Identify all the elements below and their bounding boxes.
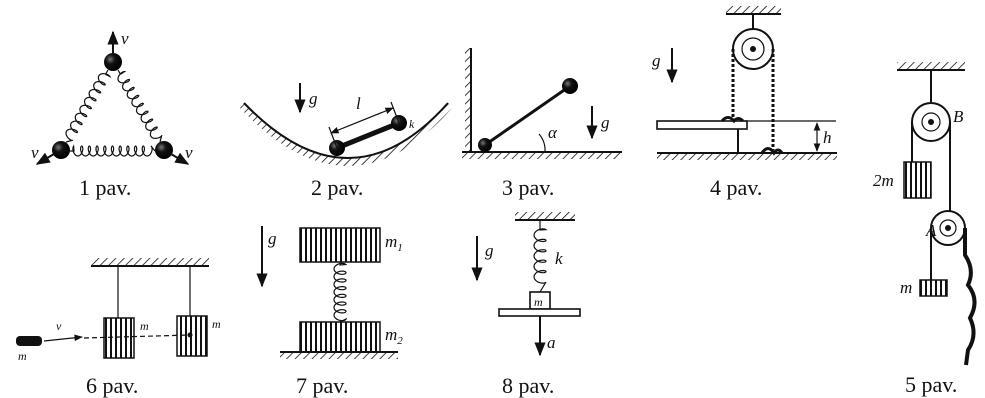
label-k: k	[555, 249, 563, 268]
label-g: g	[268, 229, 277, 248]
figure-3: α g 3 pav.	[462, 48, 622, 200]
pulley-inner	[741, 37, 765, 61]
label-m-bullet: m	[18, 349, 27, 363]
spring	[333, 262, 348, 323]
caption-7: 7 pav.	[296, 373, 348, 398]
trajectory	[83, 334, 191, 339]
pulley-a-axle	[945, 225, 951, 231]
label-g: g	[485, 241, 494, 260]
ceiling-hatching	[91, 258, 209, 266]
figure-1: v v v 1 pav.	[31, 29, 193, 200]
bowl-surface	[243, 102, 449, 159]
label-B: B	[953, 107, 964, 126]
spring-left	[65, 69, 112, 143]
caption-2: 2 pav.	[311, 175, 363, 200]
label-g: g	[652, 51, 661, 70]
angle-arc	[538, 133, 546, 153]
pulley-b-inner	[921, 112, 941, 132]
figure-4: h g 4 pav.	[652, 6, 837, 200]
label-l: l	[356, 94, 361, 113]
bowl-hatching	[240, 103, 452, 166]
figure-5: B 2m A m 5 pav.	[873, 62, 977, 397]
label-m: m	[900, 278, 912, 297]
label-2m: 2m	[873, 171, 894, 190]
pulley-b-axle	[928, 119, 934, 125]
velocity-arrow	[43, 334, 83, 342]
figure-7: g m1 m2 7 pav.	[256, 226, 403, 398]
mass-m2	[299, 321, 381, 353]
pulley-axle	[750, 46, 756, 52]
label-v-right: v	[185, 143, 193, 162]
bullet	[16, 336, 42, 346]
spring-bottom	[70, 144, 156, 157]
label-g: g	[601, 113, 610, 132]
figure-2: g l k 2 pav.	[240, 83, 452, 200]
dimension-tick-right	[390, 101, 400, 124]
label-m: m	[534, 295, 543, 309]
hit-point	[187, 332, 193, 338]
figure-6: m m m v 6 pav.	[16, 258, 221, 398]
mass-m1	[299, 227, 381, 263]
rod	[484, 84, 571, 147]
rod-ball-bottom	[478, 138, 492, 152]
label-m2: m2	[385, 325, 403, 347]
caption-4: 4 pav.	[710, 175, 762, 200]
label-m-right: m	[212, 317, 221, 331]
figure-8: g k m a 8 pav.	[471, 212, 581, 398]
label-v: v	[56, 319, 62, 333]
label-g: g	[309, 89, 318, 108]
caption-5: 5 pav.	[905, 372, 957, 397]
floor-hatching	[657, 153, 837, 160]
spring	[533, 220, 548, 293]
dimension-tick-left	[328, 126, 338, 149]
label-m-left: m	[140, 319, 149, 333]
ball-top	[104, 53, 122, 71]
velocity-arrow-right	[170, 152, 190, 165]
pulley-a-inner	[939, 219, 957, 237]
spring-right	[117, 69, 163, 143]
table-top	[656, 120, 748, 130]
ball-right	[155, 141, 173, 159]
label-k: k	[409, 117, 415, 131]
label-a: a	[547, 333, 556, 352]
label-m1: m1	[385, 232, 403, 254]
label-h: h	[823, 128, 832, 147]
mass-2m	[903, 161, 932, 199]
velocity-arrow-left	[35, 152, 55, 165]
caption-8: 8 pav.	[502, 373, 554, 398]
ceiling-hatching	[726, 6, 781, 14]
floor-hatching	[462, 152, 622, 159]
caption-3: 3 pav.	[502, 175, 554, 200]
length-dimension	[330, 107, 394, 134]
ceiling-hatching	[515, 212, 575, 220]
label-v-top: v	[121, 29, 129, 48]
caption-6: 6 pav.	[86, 373, 138, 398]
ball-left	[52, 141, 70, 159]
hanging-chain	[963, 228, 977, 366]
rod-ball-top	[562, 78, 578, 94]
chain-pile-table	[720, 116, 745, 124]
label-alpha: α	[548, 123, 558, 142]
floor-hatching	[280, 352, 398, 359]
ceiling-hatching	[897, 62, 965, 70]
wall-hatching	[465, 48, 471, 152]
caption-1: 1 pav.	[79, 175, 131, 200]
mass-m	[919, 279, 948, 297]
plate	[498, 308, 581, 317]
block-left	[103, 317, 135, 359]
label-v-left: v	[31, 143, 39, 162]
